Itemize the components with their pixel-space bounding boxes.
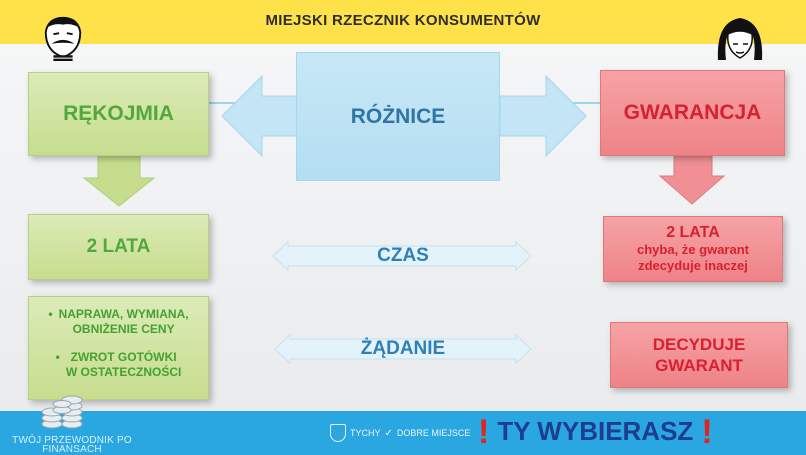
city-name: TYCHY <box>350 428 381 438</box>
header-bar: MIEJSKI RZECZNIK KONSUMENTÓW <box>0 0 806 44</box>
differences-label: RÓŻNICE <box>350 104 446 128</box>
footer-brand-line-1: TWÓJ PRZEWODNIK PO <box>12 435 132 446</box>
guarantee-box: GWARANCJA <box>600 70 785 156</box>
warranty-statutory-label: RĘKOJMIA <box>63 102 174 125</box>
arrow-right-big <box>499 74 587 158</box>
right-time-note-1: chyba, że gwarant <box>637 242 749 257</box>
right-claim-line-1: DECYDUJE <box>652 335 746 354</box>
right-claim-box: DECYDUJE GWARANT <box>610 322 788 388</box>
time-label-text: CZAS <box>377 245 429 266</box>
right-time-note-2: zdecyduje inaczej <box>638 258 748 273</box>
right-time-box: 2 LATA chyba, że gwarant zdecyduje inacz… <box>603 216 783 282</box>
city-logo: TYCHY ✓ DOBRE MIEJSCE <box>330 424 470 442</box>
differences-box: RÓŻNICE <box>296 52 500 181</box>
slogan: ! TY WYBIERASZ ! <box>478 412 713 451</box>
slogan-mark-left: ! <box>478 412 490 451</box>
arrow-zadanie <box>274 333 532 365</box>
footer-brand-line-2: FINANSACH <box>42 444 102 455</box>
right-time-main: 2 LATA <box>666 224 720 241</box>
footer-bar <box>0 411 806 455</box>
bullet: • <box>55 350 60 364</box>
arrow-down-green <box>82 155 156 207</box>
slogan-text: TY WYBIERASZ <box>497 416 694 446</box>
guarantee-label: GWARANCJA <box>623 101 762 124</box>
city-tagline: DOBRE MIEJSCE <box>396 428 471 438</box>
footer-brand: TWÓJ PRZEWODNIK PO FINANSACH <box>2 435 142 455</box>
left-claim-item-line: OBNIŻENIE CENY <box>72 322 175 336</box>
coin-stack-icon <box>41 395 83 429</box>
footer-logo: TWÓJ PRZEWODNIK PO FINANSACH <box>2 392 152 455</box>
arrow-down-red <box>658 155 726 205</box>
arrow-czas <box>272 240 532 272</box>
slogan-mark-right: ! <box>701 412 713 451</box>
left-claim-item: • ZWROT GOTÓWKI W OSTATECZNOŚCI <box>56 350 182 380</box>
bullet: • <box>48 307 53 321</box>
header-title: MIEJSKI RZECZNIK KONSUMENTÓW <box>265 12 541 29</box>
right-claim-line-2: GWARANT <box>655 356 743 375</box>
left-claim-item: • NAPRAWA, WYMIANA, OBNIŻENIE CENY <box>48 307 188 337</box>
warranty-statutory-box: RĘKOJMIA <box>28 72 209 156</box>
woman-avatar-icon <box>717 18 763 60</box>
city-check-icon: ✓ <box>384 427 393 439</box>
left-claim-item-line: W OSTATECZNOŚCI <box>65 365 182 379</box>
city-shield-icon <box>330 424 346 442</box>
arrow-left-big <box>221 74 305 158</box>
left-claim-item-line: NAPRAWA, WYMIANA, <box>58 307 189 321</box>
man-with-mustache-icon <box>44 16 82 61</box>
claim-label-text: ŻĄDANIE <box>360 338 446 359</box>
left-time-label: 2 LATA <box>86 236 151 257</box>
left-time-box: 2 LATA <box>28 214 209 280</box>
time-label: CZAS <box>292 244 514 268</box>
left-claim-box: • NAPRAWA, WYMIANA, OBNIŻENIE CENY • ZWR… <box>28 296 209 400</box>
left-claim-item-line: ZWROT GOTÓWKI <box>70 350 177 364</box>
claim-label: ŻĄDANIE <box>292 337 514 361</box>
